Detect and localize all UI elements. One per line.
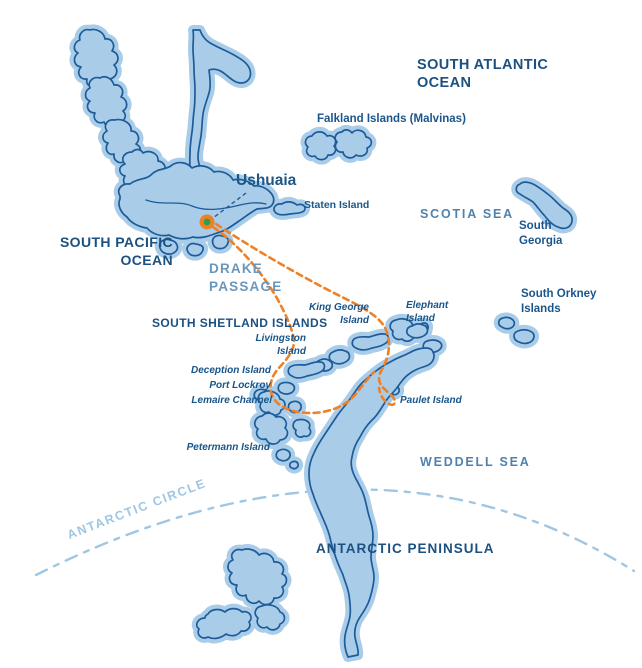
cape-horn-islet-2 [186,242,205,257]
label-south-atlantic-ocean: SOUTH ATLANTIC OCEAN [417,57,549,92]
label-ushuaia: Ushuaia [236,172,297,189]
label-elephant-island: Elephant Island [406,300,449,324]
beagle-channel-line [145,199,267,211]
label-falkland-islands: Falkland Islands (Malvinas) [317,113,466,125]
label-paulet-island: Paulet Island [400,395,462,406]
label-antarctic-peninsula: ANTARCTIC PENINSULA [316,541,495,556]
label-staten-island: Staten Island [304,199,370,211]
route-outbound-dashed [211,225,376,415]
route-return-dashed [214,222,397,407]
south-orkney-shape-2 [513,328,535,345]
shetland-island-shape-2 [328,349,351,365]
south-orkney-shape-1 [497,316,516,330]
label-king-george-island: King George Island [308,302,369,326]
joinville-island-shape-1 [405,323,429,339]
label-livingston-island: Livingston Island [255,333,306,357]
falkland-west-shape [304,131,337,161]
label-south-shetland-islands: SOUTH SHETLAND ISLANDS [152,316,328,330]
deception-island-shape [277,381,296,395]
petermann-island-shape [275,448,291,462]
west-coast-islet-1 [292,418,312,438]
label-lemaire-channel: Lemaire Channel [191,395,272,406]
marker-dot-icon [203,218,211,226]
label-south-pacific-ocean: SOUTH PACIFIC OCEAN [59,234,173,268]
label-deception-island: Deception Island [190,365,271,376]
label-south-georgia: South Georgia [519,220,563,247]
west-coast-islet-2 [288,460,300,470]
label-port-lockroy: Port Lockroy [209,380,271,391]
staten-island-shape [273,201,306,216]
label-south-orkney-islands: South Orkney Islands [521,288,597,315]
label-drake-passage: DRAKE PASSAGE [209,261,283,294]
label-scotia-sea: SCOTIA SEA [420,207,514,221]
ushuaia-marker [199,214,215,230]
label-weddell-sea: WEDDELL SEA [420,455,531,469]
label-petermann-island: Petermann Island [186,442,270,453]
